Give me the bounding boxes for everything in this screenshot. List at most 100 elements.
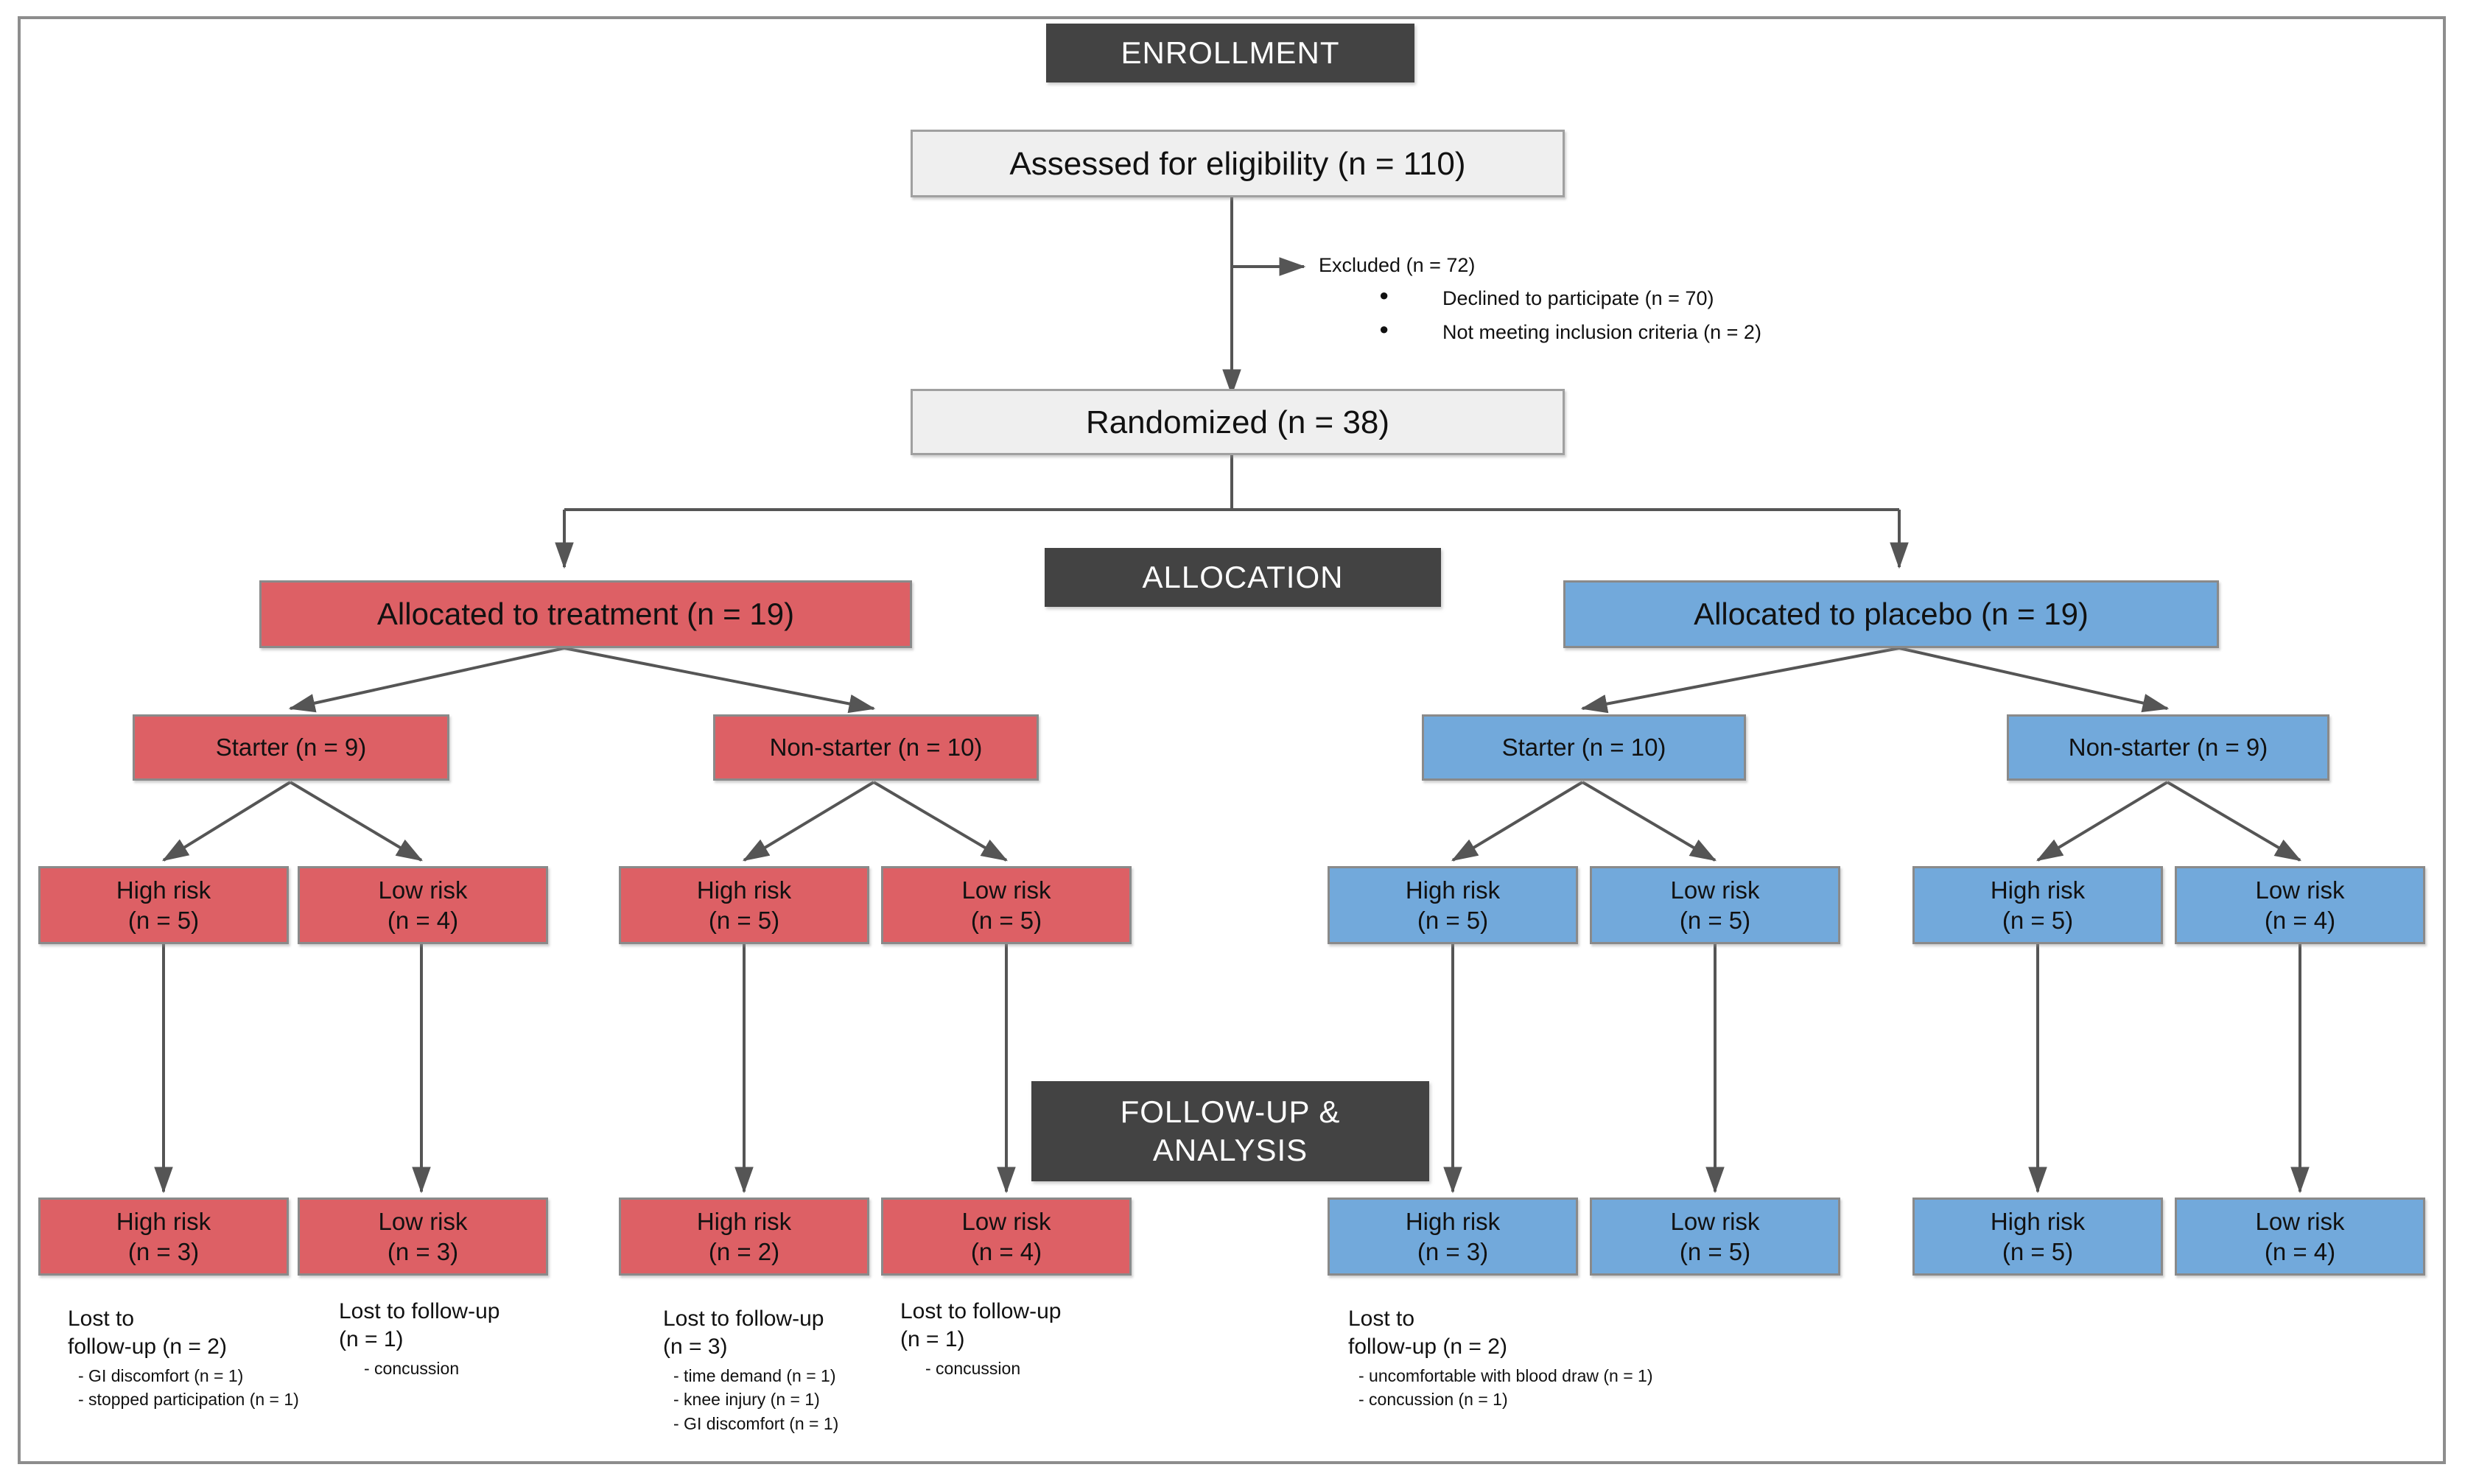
risk-label: High risk bbox=[1405, 876, 1501, 904]
risk-label: Low risk bbox=[378, 876, 468, 904]
allocated-placebo-label: Allocated to placebo (n = 19) bbox=[1694, 596, 2089, 631]
treatment-nonstarter-label: Non-starter (n = 10) bbox=[769, 734, 983, 762]
risk-label: Low risk bbox=[2255, 876, 2345, 904]
stage-label-followup-line1: FOLLOW-UP & bbox=[1120, 1094, 1341, 1129]
risk-count: (n = 4) bbox=[387, 907, 459, 934]
randomized-label: Randomized (n = 38) bbox=[1085, 404, 1390, 440]
stage-banner-allocation: ALLOCATION bbox=[1045, 548, 1441, 607]
box-placebo-starter: Starter (n = 10) bbox=[1422, 714, 1746, 781]
risk-count: (n = 5) bbox=[1679, 907, 1751, 934]
footnote-title: Lost to follow-up (n = 1) bbox=[339, 1299, 500, 1352]
footnote-title: Lost to follow-up (n = 1) bbox=[900, 1299, 1062, 1352]
footnote-item: - concussion (n = 1) bbox=[1358, 1390, 1508, 1410]
box-risk-allocated: High risk (n = 5) bbox=[1328, 866, 1578, 944]
footnote-item: - uncomfortable with blood draw (n = 1) bbox=[1358, 1365, 1653, 1385]
box-risk-analyzed: Low risk (n = 3) bbox=[298, 1198, 548, 1276]
excluded-block: Excluded (n = 72) Declined to participat… bbox=[1319, 250, 2055, 352]
footnote-item: - GI discomfort (n = 1) bbox=[673, 1414, 839, 1434]
box-risk-allocated: Low risk (n = 4) bbox=[2175, 866, 2425, 944]
box-risk-analyzed: High risk (n = 3) bbox=[1328, 1198, 1578, 1276]
footnote-title: Lost to follow-up (n = 3) bbox=[663, 1307, 824, 1360]
risk-count: (n = 5) bbox=[708, 907, 780, 934]
risk-count: (n = 5) bbox=[2002, 907, 2074, 934]
box-randomized: Randomized (n = 38) bbox=[911, 389, 1565, 455]
footnote-item: - stopped participation (n = 1) bbox=[78, 1390, 299, 1410]
footnote-block: Lost to follow-up (n = 2) - uncomfortabl… bbox=[1348, 1305, 1952, 1412]
box-risk-analyzed: Low risk (n = 5) bbox=[1590, 1198, 1840, 1276]
excluded-header: Excluded (n = 72) bbox=[1319, 254, 1476, 276]
excluded-reason-item: Not meeting inclusion criteria (n = 2) bbox=[1379, 317, 2055, 348]
risk-count: (n = 2) bbox=[708, 1238, 780, 1265]
allocated-treatment-label: Allocated to treatment (n = 19) bbox=[376, 596, 795, 631]
footnote-item: - concussion bbox=[925, 1358, 1021, 1378]
box-allocated-placebo: Allocated to placebo (n = 19) bbox=[1563, 580, 2219, 648]
box-risk-allocated: Low risk (n = 5) bbox=[881, 866, 1132, 944]
excluded-reason-item: Declined to participate (n = 70) bbox=[1379, 283, 2055, 314]
stage-label-enrollment: ENROLLMENT bbox=[1121, 35, 1340, 70]
box-treatment-starter: Starter (n = 9) bbox=[133, 714, 449, 781]
footnote-item: - concussion bbox=[364, 1358, 460, 1378]
footnote-items: - GI discomfort (n = 1) - stopped partic… bbox=[68, 1364, 385, 1412]
box-risk-analyzed: Low risk (n = 4) bbox=[2175, 1198, 2425, 1276]
risk-label: Low risk bbox=[1670, 1207, 1760, 1235]
box-risk-allocated: Low risk (n = 5) bbox=[1590, 866, 1840, 944]
risk-count: (n = 4) bbox=[2264, 1238, 2336, 1265]
box-risk-analyzed: High risk (n = 2) bbox=[619, 1198, 869, 1276]
risk-count: (n = 3) bbox=[1417, 1238, 1489, 1265]
footnote-item: - time demand (n = 1) bbox=[673, 1365, 836, 1385]
box-risk-allocated: Low risk (n = 4) bbox=[298, 866, 548, 944]
risk-label: High risk bbox=[116, 1207, 211, 1235]
footnote-block: Lost to follow-up (n = 1) - concussion bbox=[339, 1298, 634, 1380]
box-treatment-nonstarter: Non-starter (n = 10) bbox=[713, 714, 1039, 781]
stage-label-allocation: ALLOCATION bbox=[1142, 559, 1344, 594]
risk-label: Low risk bbox=[961, 1207, 1051, 1235]
placebo-nonstarter-label: Non-starter (n = 9) bbox=[2068, 734, 2268, 762]
footnote-block: Lost to follow-up (n = 3) - time demand … bbox=[663, 1305, 958, 1436]
risk-label: Low risk bbox=[378, 1207, 468, 1235]
placebo-starter-label: Starter (n = 10) bbox=[1501, 734, 1666, 762]
footnote-block: Lost to follow-up (n = 2) - GI discomfor… bbox=[68, 1305, 385, 1412]
treatment-starter-label: Starter (n = 9) bbox=[215, 734, 367, 762]
assessed-label: Assessed for eligibility (n = 110) bbox=[1009, 145, 1466, 182]
risk-label: Low risk bbox=[961, 876, 1051, 904]
risk-label: High risk bbox=[1990, 876, 2086, 904]
box-risk-allocated: High risk (n = 5) bbox=[1912, 866, 2163, 944]
footnote-title: Lost to follow-up (n = 2) bbox=[68, 1307, 227, 1360]
risk-count: (n = 5) bbox=[127, 907, 200, 934]
risk-label: High risk bbox=[1405, 1207, 1501, 1235]
footnote-title: Lost to follow-up (n = 2) bbox=[1348, 1307, 1507, 1360]
box-risk-analyzed: Low risk (n = 4) bbox=[881, 1198, 1132, 1276]
risk-count: (n = 5) bbox=[970, 907, 1042, 934]
risk-label: Low risk bbox=[1670, 876, 1760, 904]
risk-count: (n = 5) bbox=[2002, 1238, 2074, 1265]
risk-label: High risk bbox=[696, 876, 792, 904]
risk-count: (n = 3) bbox=[127, 1238, 200, 1265]
box-assessed-for-eligibility: Assessed for eligibility (n = 110) bbox=[911, 130, 1565, 197]
risk-count: (n = 5) bbox=[1679, 1238, 1751, 1265]
risk-label: High risk bbox=[1990, 1207, 2086, 1235]
risk-label: High risk bbox=[696, 1207, 792, 1235]
box-risk-allocated: High risk (n = 5) bbox=[619, 866, 869, 944]
footnote-item: - GI discomfort (n = 1) bbox=[78, 1365, 244, 1385]
risk-count: (n = 3) bbox=[387, 1238, 459, 1265]
footnote-items: - time demand (n = 1) - knee injury (n =… bbox=[663, 1364, 958, 1436]
footnote-items: - uncomfortable with blood draw (n = 1) … bbox=[1348, 1364, 1952, 1412]
box-risk-analyzed: High risk (n = 5) bbox=[1912, 1198, 2163, 1276]
box-risk-allocated: High risk (n = 5) bbox=[38, 866, 289, 944]
box-placebo-nonstarter: Non-starter (n = 9) bbox=[2007, 714, 2329, 781]
excluded-reason-list: Declined to participate (n = 70) Not mee… bbox=[1319, 283, 2055, 348]
risk-count: (n = 5) bbox=[1417, 907, 1489, 934]
risk-label: Low risk bbox=[2255, 1207, 2345, 1235]
footnote-items: - concussion bbox=[900, 1357, 1195, 1381]
risk-label: High risk bbox=[116, 876, 211, 904]
box-risk-analyzed: High risk (n = 3) bbox=[38, 1198, 289, 1276]
risk-count: (n = 4) bbox=[2264, 907, 2336, 934]
stage-banner-enrollment: ENROLLMENT bbox=[1046, 24, 1414, 82]
stage-banner-followup-analysis: FOLLOW-UP & ANALYSIS bbox=[1031, 1081, 1429, 1181]
risk-count: (n = 4) bbox=[970, 1238, 1042, 1265]
footnote-block: Lost to follow-up (n = 1) - concussion bbox=[900, 1298, 1195, 1380]
stage-label-followup-line2: ANALYSIS bbox=[1152, 1133, 1308, 1167]
footnote-items: - concussion bbox=[339, 1357, 634, 1381]
box-allocated-treatment: Allocated to treatment (n = 19) bbox=[259, 580, 912, 648]
